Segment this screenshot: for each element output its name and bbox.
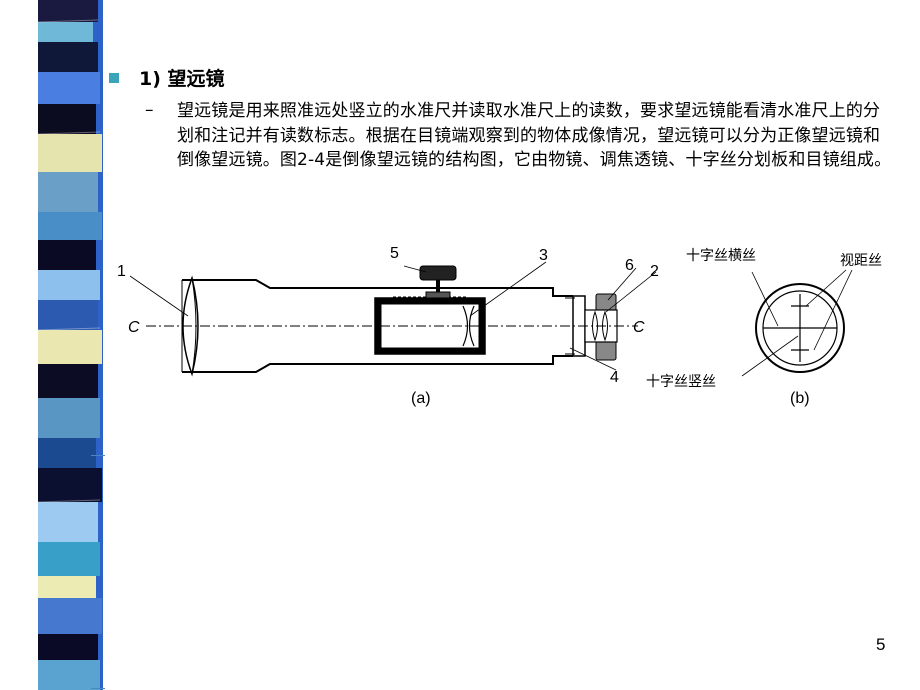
sub-bullet-dash: – xyxy=(145,100,154,120)
label-vertical-hair: 十字丝竖丝 xyxy=(646,374,716,390)
page-number: 5 xyxy=(876,635,886,654)
stripe-accent-line xyxy=(91,455,105,456)
caption-b: (b) xyxy=(790,390,810,407)
telescope-diagram xyxy=(129,261,657,377)
label-5: 5 xyxy=(390,245,399,262)
label-stadia-hair: 视距丝 xyxy=(840,253,882,269)
axis-label-right: C xyxy=(633,319,645,336)
caption-a: (a) xyxy=(411,390,431,407)
slide-heading: 1) 望远镜 xyxy=(139,68,225,90)
label-6: 6 xyxy=(625,257,634,274)
decorative-stripe xyxy=(0,0,103,690)
label-1: 1 xyxy=(117,263,126,280)
label-2: 2 xyxy=(650,263,659,280)
body-paragraph: 望远镜是用来照准远处竖立的水准尺并读取水准尺上的读数，要求望远镜能看清水准尺上的… xyxy=(177,101,892,170)
stripe-accent-line-bottom xyxy=(91,688,105,689)
reticle-diagram xyxy=(741,269,853,377)
axis-label-left: C xyxy=(128,319,140,336)
label-horizontal-hair: 十字丝横丝 xyxy=(686,248,756,264)
label-4: 4 xyxy=(610,369,619,386)
label-3: 3 xyxy=(539,247,548,264)
telescope-figure: 1 3 5 6 2 4 C C (a) (b) 十字丝横丝 视距丝 十字丝竖丝 xyxy=(108,236,908,416)
bullet-square-icon xyxy=(109,73,119,83)
